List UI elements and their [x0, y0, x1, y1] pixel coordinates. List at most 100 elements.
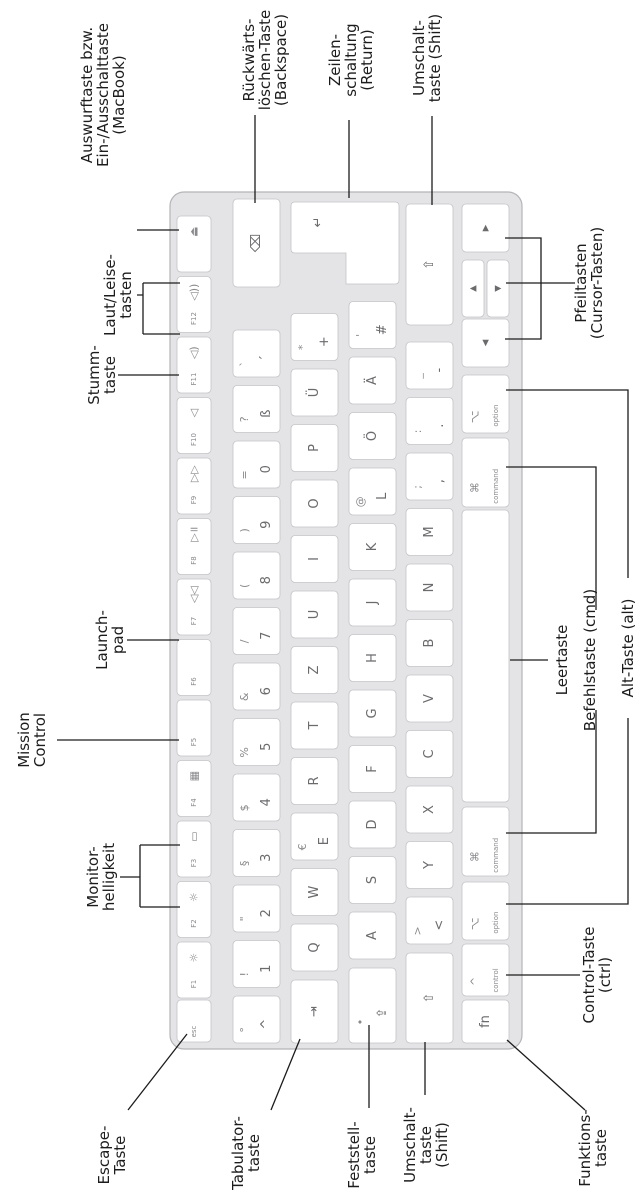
- 9-key[interactable]: 9): [232, 496, 281, 544]
- eject-key[interactable]: ⏏: [176, 215, 212, 273]
- 7-key[interactable]: 7/: [232, 607, 281, 655]
- o-key[interactable]: O: [290, 479, 339, 528]
- 2-key-cap: [232, 884, 281, 933]
- f12-key[interactable]: ◁))F12: [176, 276, 212, 333]
- g-key[interactable]: G: [348, 689, 397, 738]
- volume-label-line: Laut/Leise-: [101, 254, 119, 336]
- 2-key[interactable]: 2": [232, 884, 281, 933]
- plus-key[interactable]: +*: [290, 313, 339, 361]
- right-option-key[interactable]: option⌥: [461, 374, 510, 434]
- p-key[interactable]: P: [290, 424, 339, 472]
- sz-key[interactable]: ß?: [232, 385, 281, 433]
- backspace-label-line: Rückwärts-: [240, 19, 258, 102]
- k-key[interactable]: K: [348, 523, 397, 571]
- control-key[interactable]: control^: [461, 943, 510, 997]
- f6-key[interactable]: F6: [176, 639, 212, 696]
- i-key[interactable]: I: [290, 535, 339, 583]
- 0-key[interactable]: 0=: [232, 440, 281, 489]
- f1-key[interactable]: ☼F1: [176, 941, 212, 999]
- ae-key[interactable]: Ä: [348, 356, 397, 405]
- minus-key-sublabel: _: [411, 373, 424, 380]
- space-key[interactable]: [461, 509, 510, 803]
- backspace-key[interactable]: ⌫: [232, 198, 281, 288]
- 9-key-label: 9: [259, 521, 274, 529]
- 9-key-cap: [232, 496, 281, 544]
- d-key[interactable]: D: [348, 800, 397, 849]
- f2-key[interactable]: ☼F2: [176, 881, 212, 938]
- u-key[interactable]: U: [290, 590, 339, 639]
- f5-key-cap: [176, 699, 212, 757]
- 5-key[interactable]: 5%: [232, 718, 281, 766]
- z-key[interactable]: Z: [290, 646, 339, 694]
- f8-key[interactable]: ▷॥F8: [176, 518, 212, 575]
- b-key[interactable]: B: [405, 619, 454, 667]
- q-key[interactable]: Q: [290, 923, 339, 972]
- acute-key-sublabel: `: [238, 361, 251, 367]
- f-key[interactable]: F: [348, 745, 397, 793]
- return-key[interactable]: ↵: [290, 201, 400, 285]
- oe-key[interactable]: Ö: [348, 412, 397, 460]
- f7-key[interactable]: ◁◁F7: [176, 578, 212, 636]
- f3-key[interactable]: ▭F3: [176, 820, 212, 878]
- t-key-label: T: [307, 721, 322, 730]
- ue-key-label: Ü: [305, 388, 322, 398]
- r-key[interactable]: R: [290, 757, 339, 805]
- left-shift-key[interactable]: ⇧: [405, 952, 454, 1044]
- f5-key[interactable]: F5: [176, 699, 212, 757]
- left-command-key[interactable]: command⌘: [461, 806, 510, 877]
- 3-key[interactable]: 3§: [232, 829, 281, 877]
- escape-key[interactable]: esc: [176, 999, 212, 1043]
- 7-key-sublabel: /: [238, 639, 251, 643]
- period-key[interactable]: .:: [405, 397, 454, 445]
- y-key[interactable]: Y: [405, 841, 454, 889]
- f10-key[interactable]: ◁F10: [176, 397, 212, 454]
- angle-key[interactable]: <>: [405, 896, 454, 945]
- z-key-cap: [290, 646, 339, 694]
- comma-key[interactable]: ,;: [405, 452, 454, 501]
- acute-key[interactable]: ´`: [232, 329, 281, 378]
- 6-key[interactable]: 6&: [232, 662, 281, 711]
- v-key[interactable]: V: [405, 674, 454, 723]
- right-shift-key[interactable]: ⇧: [405, 203, 454, 326]
- f11-key[interactable]: ◁)F11: [176, 336, 212, 394]
- tab-key[interactable]: ⇥: [290, 979, 339, 1044]
- 3-key-cap: [232, 829, 281, 877]
- minus-key[interactable]: -_: [405, 341, 454, 390]
- tab-line: [270, 1038, 301, 1111]
- arrow-right-key[interactable]: ▸: [461, 203, 510, 253]
- l-key[interactable]: L@: [348, 467, 397, 516]
- right-command-key[interactable]: command⌘: [461, 437, 510, 508]
- escape-label-line: Escape-: [95, 1126, 113, 1185]
- minus-key-label: -: [432, 368, 447, 373]
- command-label-line: Befehlstaste (cmd): [581, 589, 599, 731]
- t-key[interactable]: T: [290, 701, 339, 750]
- j-key[interactable]: J: [348, 578, 397, 627]
- m-key[interactable]: M: [405, 508, 454, 556]
- 1-key[interactable]: 1!: [232, 940, 281, 988]
- f9-key[interactable]: ▷▷F9: [176, 457, 212, 515]
- x-key[interactable]: X: [405, 785, 454, 834]
- arrow-left-key[interactable]: ◂: [461, 318, 510, 368]
- ue-key[interactable]: Ü: [290, 368, 339, 417]
- left-option-key[interactable]: option⌥: [461, 881, 510, 941]
- hash-key[interactable]: #': [348, 301, 397, 349]
- caret-key[interactable]: ^°: [232, 995, 281, 1044]
- capslock-key[interactable]: ⇪•: [348, 967, 397, 1044]
- 4-key[interactable]: 4$: [232, 773, 281, 822]
- w-key[interactable]: W: [290, 868, 339, 916]
- h-key[interactable]: H: [348, 634, 397, 682]
- f9-key-icon: ▷▷: [188, 465, 201, 482]
- f4-key[interactable]: ▦F4: [176, 760, 212, 817]
- a-key[interactable]: A: [348, 911, 397, 960]
- plus-key-cap: [290, 313, 339, 361]
- fn-key[interactable]: fn: [461, 999, 510, 1044]
- arrow-down-key[interactable]: ▾: [486, 259, 510, 318]
- n-key[interactable]: N: [405, 563, 454, 612]
- e-key[interactable]: E€: [290, 812, 339, 861]
- s-key[interactable]: S: [348, 856, 397, 904]
- arrow-up-key[interactable]: ▴: [461, 259, 485, 318]
- eject-label-line: Auswurftaste bzw.: [78, 27, 96, 163]
- 7-key-label: 7: [259, 632, 274, 640]
- c-key[interactable]: C: [405, 730, 454, 778]
- 8-key[interactable]: 8(: [232, 551, 281, 600]
